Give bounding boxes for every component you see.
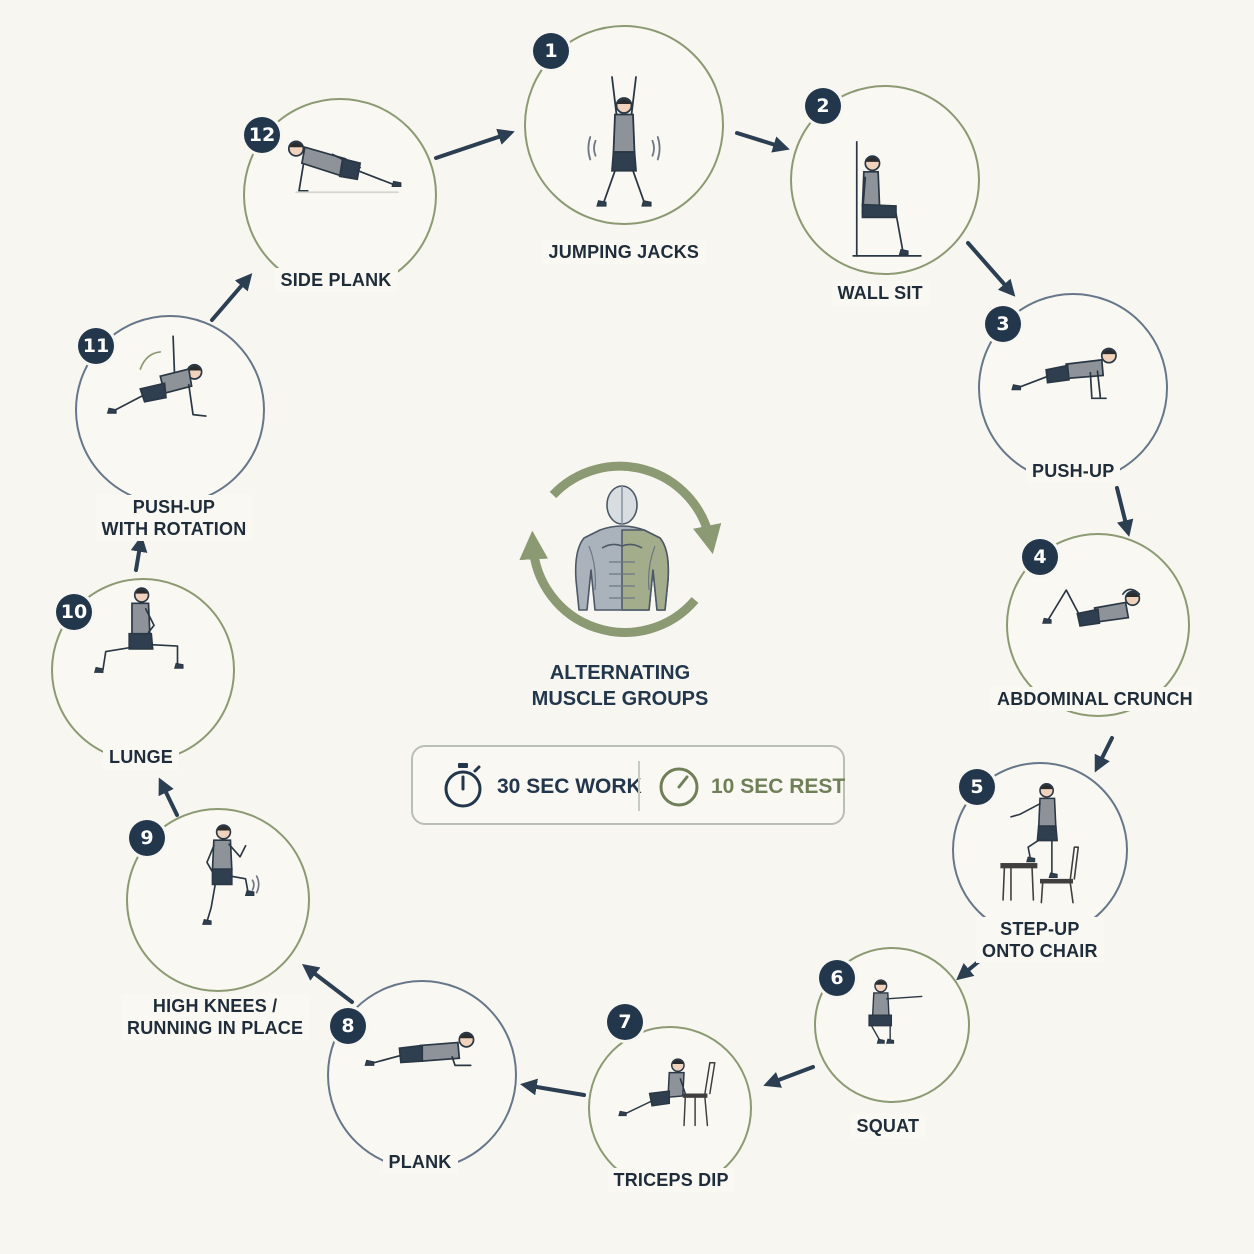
station-label-line: SIDE PLANK [280,270,392,290]
lunge-figure-icon [94,587,184,674]
station-label-line: LUNGE [109,747,173,767]
station-label-line: HIGH KNEES / [152,996,278,1016]
muscle-anatomy-cycle-icon [505,450,735,650]
station-label-line: WALL SIT [837,283,923,303]
station-number-badge: 11 [78,328,114,364]
station-label: HIGH KNEES /RUNNING IN PLACE [121,994,310,1040]
station-label-line: PUSH-UP [1032,461,1115,481]
push-up-rotation-figure-icon [106,335,207,417]
station-number-badge: 5 [959,769,995,805]
jumping-jacks-figure-icon [587,76,661,207]
flow-arrow-2 [735,131,790,153]
flow-arrow-9 [301,963,354,1004]
push-up-figure-icon [1011,347,1117,399]
station-label: WALL SIT [831,281,929,305]
high-knees-figure-icon [202,824,260,926]
station-label: ABDOMINAL CRUNCH [991,687,1199,711]
station-label-line: ONTO CHAIR [982,941,1098,961]
station-number-badge: 8 [330,1008,366,1044]
stopwatch-icon [444,763,482,808]
timer-divider [638,761,640,811]
flow-arrow-3 [966,241,1016,297]
station-label: PUSH-UP [1026,459,1121,483]
station-number-badge: 1 [533,33,569,69]
flow-arrow-11 [130,535,148,572]
work-duration-label: 30 SEC WORK [497,775,642,798]
center-title-line-2: MUSCLE GROUPS [531,688,709,710]
station-ring [588,1026,752,1190]
station-label-line: PLANK [388,1152,452,1172]
wall-sit-figure-icon [852,140,922,257]
station-label-line: PUSH-UP [132,497,216,517]
station-label: TRICEPS DIP [607,1168,735,1192]
station-number-badge: 4 [1022,539,1058,575]
station-label-line: WITH ROTATION [101,519,247,539]
station-label: LUNGE [103,745,179,769]
station-label-line: TRICEPS DIP [613,1170,729,1190]
station-number-badge: 6 [819,960,855,996]
station-label-line: RUNNING IN PLACE [127,1018,304,1038]
plank-figure-icon [364,1031,475,1066]
side-plank-figure-icon [288,140,402,193]
station-label-line: ABDOMINAL CRUNCH [997,689,1193,709]
flow-arrow-12 [210,273,253,322]
station-label-line: STEP-UP [1000,919,1080,939]
station-ring [126,808,310,992]
station-number-badge: 12 [244,117,280,153]
crunch-figure-icon [1042,588,1141,628]
station-number-badge: 2 [805,88,841,124]
station-number-badge: 9 [129,820,165,856]
timer-panel: 30 SEC WORK 10 SEC REST [411,745,845,825]
flow-arrow-4 [1115,486,1134,537]
step-up-figure-icon [1000,783,1080,904]
station-label: SQUAT [850,1114,926,1138]
station-label-line: JUMPING JACKS [548,242,700,262]
flow-arrow-8 [520,1078,586,1097]
gauge-timer-icon [659,767,699,807]
triceps-dip-figure-icon [617,1058,716,1126]
center-title: ALTERNATING MUSCLE GROUPS [480,660,760,712]
squat-figure-icon [867,979,922,1045]
station-label: SIDE PLANK [274,268,398,292]
station-number-badge: 3 [985,306,1021,342]
station-label: PLANK [382,1150,458,1174]
center-title-line-1: ALTERNATING [549,662,691,684]
flow-arrow-5 [1094,736,1114,773]
station-number-badge: 10 [56,594,92,630]
station-label-line: SQUAT [856,1116,920,1136]
station-label: JUMPING JACKS [542,240,706,264]
rest-duration-label: 10 SEC REST [711,775,846,798]
flow-arrow-1 [434,128,515,160]
flow-arrow-10 [158,777,179,817]
flow-arrow-7 [763,1065,815,1088]
station-number-badge: 7 [607,1004,643,1040]
